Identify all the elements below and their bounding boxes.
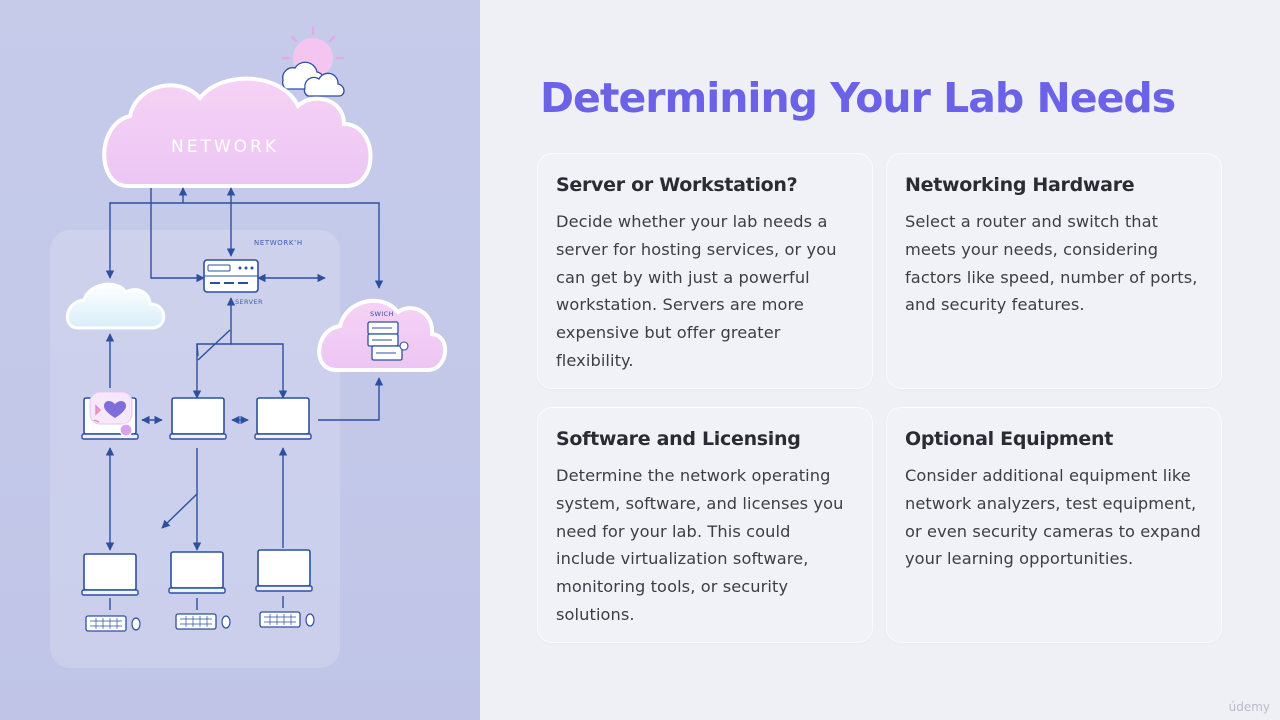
workstation-laptop-icon: [81, 391, 139, 440]
laptop-icon: [169, 397, 227, 440]
storage-cloud-icon: [66, 282, 166, 330]
card-title: Optional Equipment: [905, 428, 1113, 450]
card-title: Server or Workstation?: [556, 174, 798, 196]
network-cloud-label: NETWORK: [171, 137, 279, 157]
server-icon: [203, 259, 259, 293]
slide-title: Determining Your Lab Needs: [540, 74, 1176, 122]
card-server-or-workstation: Server or Workstation? Decide whether yo…: [538, 154, 872, 388]
network-cloud-icon: [102, 76, 373, 188]
network-illustration-panel: NETWORK NETWORK’H: [0, 0, 480, 720]
card-text: Select a router and switch that meets yo…: [905, 212, 1198, 315]
udemy-watermark: údemy: [1228, 700, 1270, 714]
inner-panel-label: NETWORK’H: [254, 239, 303, 247]
laptop-icon: [255, 549, 313, 592]
card-text: Decide whether your lab needs a server f…: [556, 212, 837, 370]
card-title: Software and Licensing: [556, 428, 801, 450]
laptop-icon: [81, 553, 139, 596]
switch-device-icon: [367, 321, 409, 361]
network-diagram: NETWORK NETWORK’H: [50, 26, 448, 668]
card-optional-equipment: Optional Equipment Consider additional e…: [887, 408, 1221, 642]
laptop-icon: [254, 397, 312, 440]
content-panel: Determining Your Lab Needs Server or Wor…: [480, 0, 1280, 720]
small-cloud-icon: [281, 61, 345, 97]
server-label: SERVER: [235, 298, 263, 306]
card-text: Consider additional equipment like netwo…: [905, 466, 1201, 569]
card-networking-hardware: Networking Hardware Select a router and …: [887, 154, 1221, 388]
laptop-icon: [168, 551, 226, 594]
card-software-and-licensing: Software and Licensing Determine the net…: [538, 408, 872, 642]
switch-label: SWICH: [370, 310, 394, 318]
card-title: Networking Hardware: [905, 174, 1135, 196]
connector-lines: [105, 187, 384, 610]
card-text: Determine the network operating system, …: [556, 466, 844, 624]
